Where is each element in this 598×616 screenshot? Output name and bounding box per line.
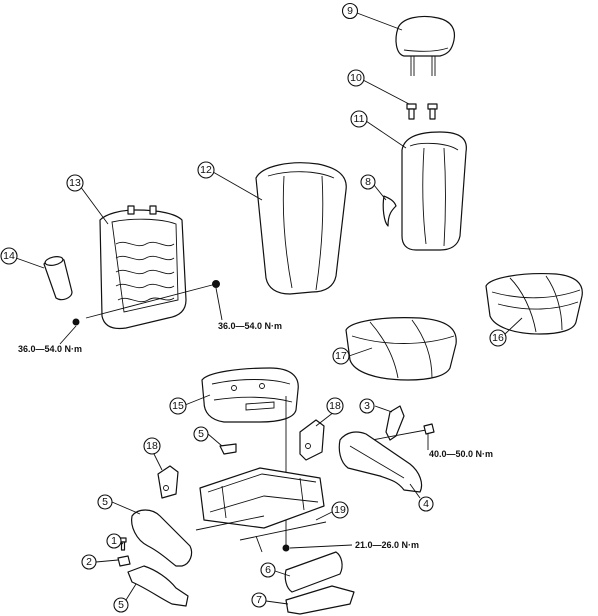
svg-text:14: 14 xyxy=(3,250,15,262)
svg-text:13: 13 xyxy=(69,177,81,189)
back-side-trim xyxy=(382,195,397,227)
callout-9: 9 xyxy=(341,2,359,20)
svg-text:2: 2 xyxy=(86,556,92,568)
svg-text:15: 15 xyxy=(172,400,184,412)
callout-18-left: 18 xyxy=(143,437,161,455)
callout-1: 1 xyxy=(106,533,122,549)
seat-cushion-pan xyxy=(201,367,299,548)
svg-text:7: 7 xyxy=(256,594,262,606)
svg-text:5: 5 xyxy=(102,496,108,508)
seat-back-frame xyxy=(72,205,220,330)
svg-text:11: 11 xyxy=(354,113,365,125)
seatbelt-buckle xyxy=(371,405,435,441)
callout-12: 12 xyxy=(197,161,215,179)
callout-15: 15 xyxy=(169,397,187,415)
seat-cushion-pad xyxy=(345,317,457,381)
svg-text:6: 6 xyxy=(265,564,271,576)
callout-8: 8 xyxy=(360,174,376,190)
svg-text:18: 18 xyxy=(329,400,341,412)
clip xyxy=(117,555,131,567)
svg-text:9: 9 xyxy=(347,5,353,17)
bracket-right xyxy=(299,419,325,461)
callout-5-clip: 5 xyxy=(193,426,209,442)
svg-text:4: 4 xyxy=(423,498,429,510)
callout-18-right: 18 xyxy=(326,397,344,415)
svg-text:16: 16 xyxy=(492,332,504,344)
headrest-guides xyxy=(406,103,438,120)
callout-14: 14 xyxy=(0,247,18,265)
callout-11: 11 xyxy=(350,110,368,128)
svg-text:12: 12 xyxy=(200,164,212,176)
svg-text:1: 1 xyxy=(111,535,117,547)
leader-lines xyxy=(15,12,523,605)
callout-10: 10 xyxy=(347,69,365,87)
svg-text:8: 8 xyxy=(365,176,371,188)
callout-4: 4 xyxy=(418,496,434,512)
seat-cushion-trim xyxy=(485,273,583,335)
torque-belt-bolt: 40.0—50.0 N·m xyxy=(429,449,493,459)
svg-text:17: 17 xyxy=(335,350,347,362)
svg-text:5: 5 xyxy=(118,599,124,611)
svg-text:19: 19 xyxy=(334,504,346,516)
callout-17: 17 xyxy=(332,347,350,365)
callout-19: 19 xyxy=(331,501,349,519)
front-cover xyxy=(284,551,343,593)
svg-text:10: 10 xyxy=(350,72,362,84)
inner-side-cover xyxy=(131,509,193,567)
torque-frame-right: 36.0—54.0 N·m xyxy=(218,321,282,331)
seat-back-pad xyxy=(255,162,347,295)
callout-5-lower-cover: 5 xyxy=(113,597,129,613)
callout-7: 7 xyxy=(251,592,267,608)
seat-back-trim xyxy=(401,131,467,251)
rail-cover xyxy=(285,585,355,615)
lower-cover xyxy=(127,565,189,607)
lumbar-pad xyxy=(43,256,73,301)
torque-frame-left: 36.0—54.0 N·m xyxy=(18,344,82,354)
screw xyxy=(119,537,127,551)
svg-text:5: 5 xyxy=(198,428,204,440)
clip-small xyxy=(219,443,237,455)
svg-text:18: 18 xyxy=(146,440,158,452)
callout-3: 3 xyxy=(359,398,375,414)
callout-6: 6 xyxy=(260,562,276,578)
callout-13: 13 xyxy=(66,174,84,192)
bracket-left xyxy=(157,465,179,499)
headrest xyxy=(395,15,456,76)
svg-text:3: 3 xyxy=(364,400,370,412)
outer-side-cover xyxy=(338,431,423,493)
callout-5-inner-cover: 5 xyxy=(97,494,113,510)
callout-16: 16 xyxy=(489,329,507,347)
callout-2: 2 xyxy=(81,554,97,570)
torque-adjuster-bolt: 21.0—26.0 N·m xyxy=(355,540,419,550)
seat-adjuster xyxy=(195,467,327,553)
